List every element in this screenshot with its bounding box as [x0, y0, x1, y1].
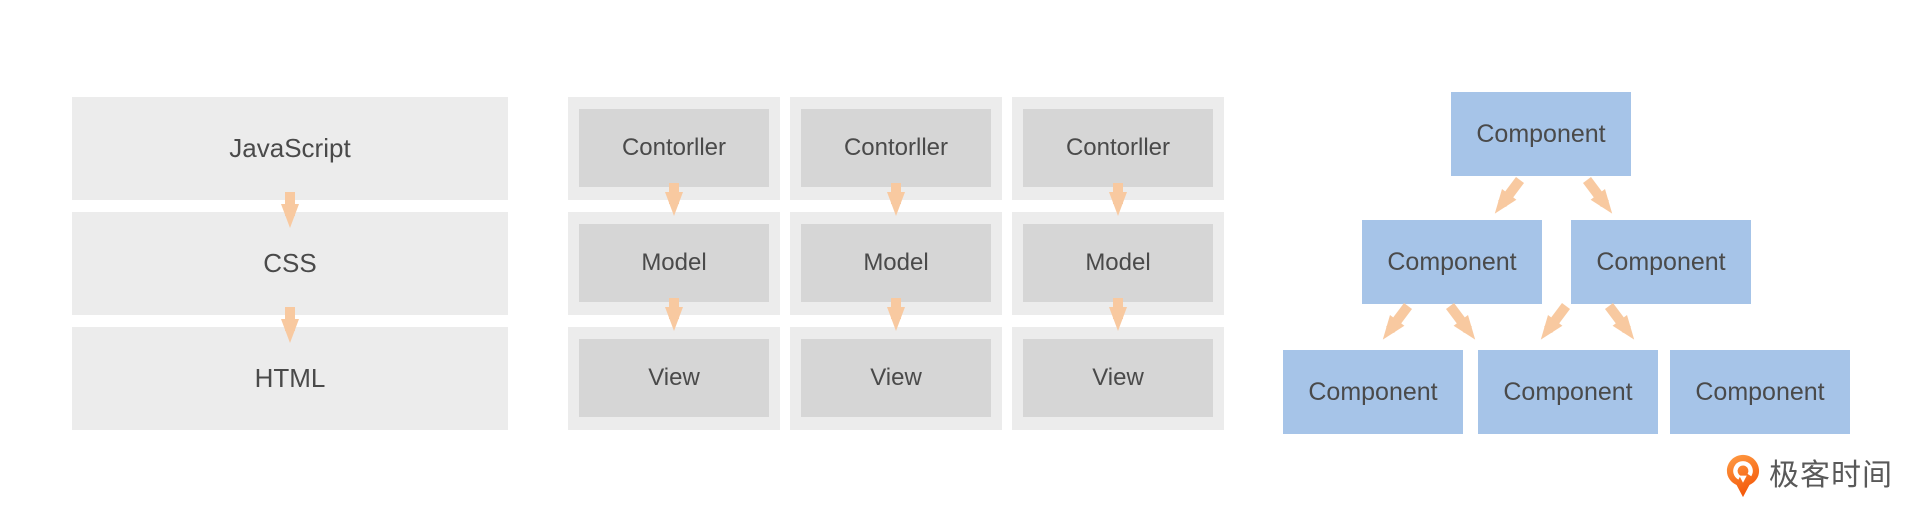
- mvc-controller-box: Contorller: [579, 109, 769, 187]
- stack-box-javascript: JavaScript: [72, 97, 508, 200]
- mvc-model-box: Model: [801, 224, 991, 302]
- mvc-cell: Contorller: [790, 97, 1002, 200]
- component-node-l2-right: Component: [1571, 220, 1751, 304]
- diagonal-arrow-icon: [1446, 303, 1476, 340]
- mvc-cell: View: [1012, 327, 1224, 430]
- diagonal-arrow-icon: [1382, 303, 1412, 340]
- mvc-controller-box: Contorller: [1023, 109, 1213, 187]
- stack-box-html: HTML: [72, 327, 508, 430]
- diagonal-arrow-icon: [1605, 303, 1635, 340]
- component-node-l3-middle: Component: [1478, 350, 1658, 434]
- geektime-pin-icon: [1726, 454, 1760, 498]
- stack-box-css: CSS: [72, 212, 508, 315]
- component-node-l3-right: Component: [1670, 350, 1850, 434]
- mvc-cell: Model: [790, 212, 1002, 315]
- mvc-view-box: View: [1023, 339, 1213, 417]
- geektime-logo-text: 极客时间: [1769, 459, 1893, 492]
- component-node-l2-left: Component: [1362, 220, 1542, 304]
- mvc-cell: Contorller: [568, 97, 780, 200]
- stack-box-label: CSS: [263, 248, 317, 278]
- component-node-l3-left: Component: [1283, 350, 1463, 434]
- diagonal-arrow-icon: [1494, 177, 1524, 214]
- stack-box-label: JavaScript: [229, 133, 351, 163]
- mvc-cell: View: [568, 327, 780, 430]
- diagonal-arrow-icon: [1583, 177, 1613, 214]
- diagonal-arrow-icon: [1540, 303, 1570, 340]
- mvc-view-box: View: [801, 339, 991, 417]
- stack-box-label: HTML: [254, 363, 326, 393]
- mvc-cell: View: [790, 327, 1002, 430]
- mvc-cell: Model: [568, 212, 780, 315]
- mvc-cell: Contorller: [1012, 97, 1224, 200]
- mvc-view-box: View: [579, 339, 769, 417]
- mvc-controller-box: Contorller: [801, 109, 991, 187]
- mvc-model-box: Model: [579, 224, 769, 302]
- mvc-cell: Model: [1012, 212, 1224, 315]
- component-node-root: Component: [1451, 92, 1631, 176]
- geektime-logo: 极客时间: [1726, 454, 1893, 498]
- mvc-model-box: Model: [1023, 224, 1213, 302]
